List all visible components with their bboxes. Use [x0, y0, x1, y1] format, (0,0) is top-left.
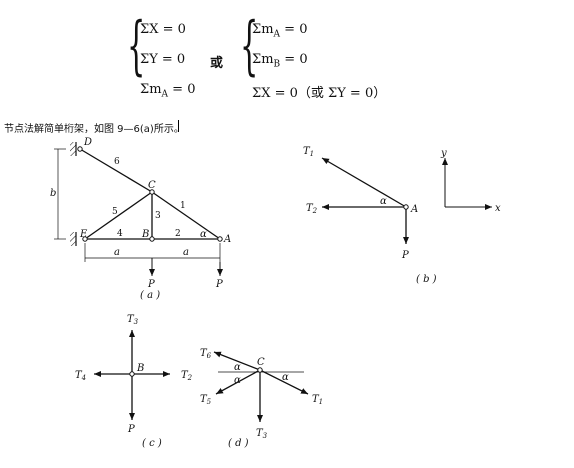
- angle-alpha-a: α: [200, 229, 207, 240]
- caption-text: 节点法解简单桁架，如图 9—6(a)所示。: [4, 124, 184, 135]
- node-label-c: C: [148, 180, 156, 191]
- span-label-1: a: [114, 247, 120, 258]
- load-label-p-b: P: [401, 250, 409, 261]
- force-t5-label-d: T5: [200, 394, 212, 406]
- equation-right-2: ΣmB = 0: [252, 52, 308, 70]
- figure-c-node-b: T3 T4 T2 B P ( c ): [75, 314, 193, 449]
- force-t5-arrow-d: [215, 369, 261, 395]
- figure-a-sublabel: ( a ): [140, 290, 160, 301]
- member-6: [79, 148, 153, 193]
- node-label-b-c: B: [136, 363, 144, 374]
- or-word: 或: [210, 56, 224, 71]
- figure-d-sublabel: ( d ): [228, 438, 249, 449]
- member-number-3: 3: [155, 211, 161, 221]
- angle-alpha-d-1: α: [234, 362, 241, 373]
- equation-right-3: ΣX = 0（或 ΣY = 0）: [252, 86, 387, 101]
- load-label-b: P: [147, 279, 155, 290]
- equation-right-1: ΣmA = 0: [252, 22, 308, 40]
- left-brace: {: [127, 9, 146, 83]
- figure-b-sublabel: ( b ): [416, 274, 437, 285]
- force-t1-arrow: [321, 157, 407, 208]
- equation-left-2: ΣY = 0: [140, 52, 186, 67]
- load-label-p-c: P: [127, 424, 135, 435]
- force-t1-label-d: T1: [312, 394, 323, 406]
- member-number-2: 2: [175, 229, 181, 239]
- force-t3-label-d: T3: [256, 428, 268, 440]
- node-label-d: D: [83, 137, 92, 148]
- node-label-a-b: A: [410, 204, 418, 215]
- force-t4-label-c: T4: [75, 370, 86, 382]
- force-t2-label: T2: [306, 203, 318, 215]
- force-t6-arrow-d: [213, 351, 261, 371]
- axis-y-label: y: [440, 148, 447, 159]
- member-1: [151, 191, 221, 240]
- right-brace: {: [240, 9, 259, 83]
- load-label-a: P: [215, 279, 223, 290]
- support-e-hatch: [70, 232, 76, 246]
- node-label-c-d: C: [257, 357, 265, 368]
- figure-d-node-c: T6 T5 T3 T1 C α α α ( d ): [200, 348, 323, 449]
- node-label-a: A: [223, 234, 231, 245]
- span-label-2: a: [183, 247, 189, 258]
- text-cursor: [178, 120, 179, 132]
- axis-x-label: x: [495, 203, 501, 214]
- node-label-e: E: [79, 229, 88, 240]
- equation-left-1: ΣX = 0: [140, 22, 186, 37]
- member-number-1: 1: [180, 201, 186, 211]
- equation-left-3: ΣmA = 0: [140, 82, 196, 100]
- member-5: [84, 191, 153, 240]
- angle-alpha-d-2: α: [234, 375, 241, 386]
- force-t2-label-c: T2: [181, 370, 193, 382]
- member-number-4: 4: [117, 229, 123, 239]
- force-t1-arrow-d: [259, 369, 309, 395]
- support-d-hatch: [70, 142, 76, 156]
- member-number-5: 5: [112, 207, 118, 217]
- figure-b-node-a: T1 T2 α A P ( b ) y x: [303, 146, 501, 285]
- node-label-b: B: [141, 229, 149, 240]
- force-t6-label-d: T6: [200, 348, 212, 360]
- height-label-b: b: [50, 188, 56, 199]
- figure-c-sublabel: ( c ): [142, 438, 162, 449]
- angle-alpha-b: α: [380, 196, 387, 207]
- force-t1-label: T1: [303, 146, 314, 158]
- figure-a-truss: D C E B A 6 5 3 1 4 2 α b a a: [50, 137, 231, 301]
- angle-alpha-d-3: α: [282, 372, 289, 383]
- force-t3-label-c: T3: [127, 314, 139, 326]
- member-number-6: 6: [114, 157, 120, 167]
